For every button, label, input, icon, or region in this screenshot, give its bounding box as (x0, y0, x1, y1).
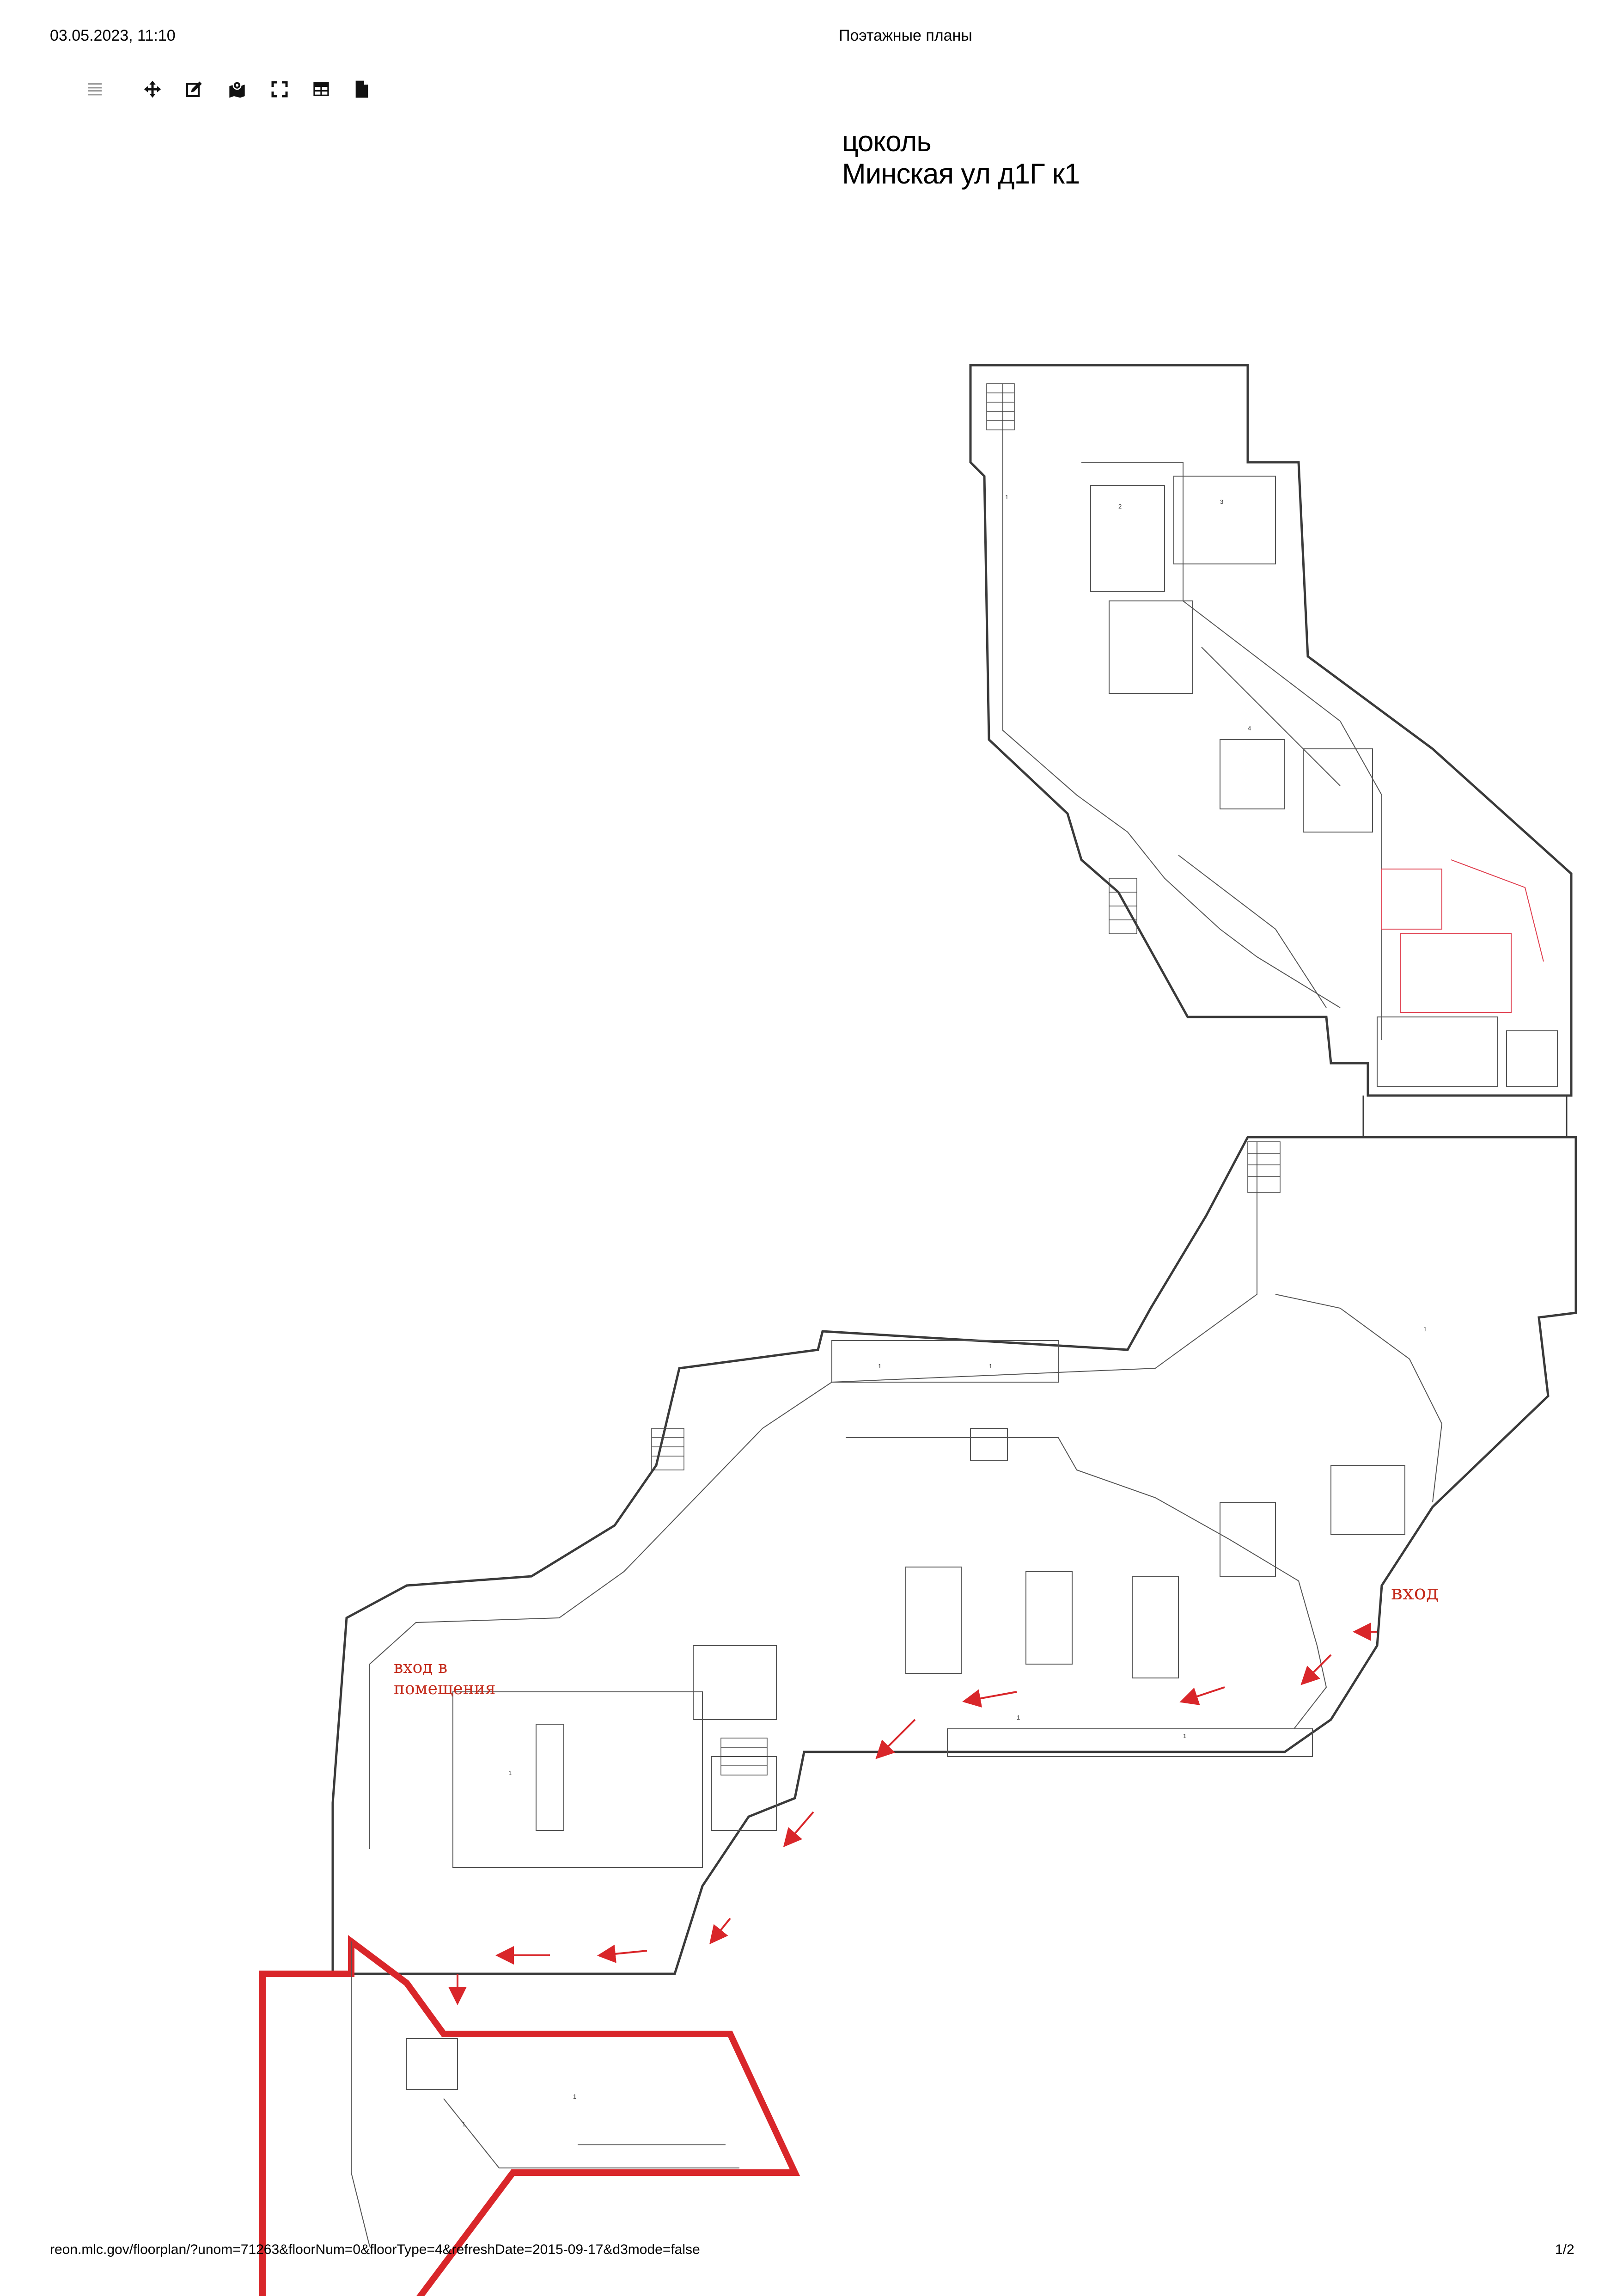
room-number: 3 (1220, 498, 1223, 505)
premise-entrance-annotation: вход в помещения (394, 1657, 495, 1700)
print-datetime: 03.05.2023, 11:10 (50, 27, 176, 44)
menu-icon[interactable] (83, 78, 106, 101)
room-number: 1 (462, 2121, 465, 2128)
lower-building-outline (331, 1136, 1577, 1975)
room-number: 1 (1005, 494, 1008, 501)
room-labels: 1 2 3 4 1 1 1 1 1 1 1 1 (462, 494, 1427, 2128)
document-icon[interactable] (350, 78, 373, 101)
premise-entrance-line2: помещения (394, 1679, 496, 1698)
highlighted-premises-walls (351, 1941, 739, 2247)
room-number: 1 (508, 1769, 512, 1776)
address-label: Минская ул д1Г к1 (842, 158, 1080, 190)
room-number: 1 (989, 1363, 992, 1370)
upper-building-stairs (986, 383, 1137, 934)
map-marker-icon[interactable] (226, 78, 249, 101)
room-number: 1 (1017, 1714, 1020, 1721)
room-number: 1 (1423, 1326, 1427, 1333)
room-number: 1 (573, 2093, 576, 2100)
table-icon[interactable] (310, 78, 333, 101)
floor-label: цоколь (842, 126, 932, 158)
fullscreen-icon[interactable] (268, 78, 291, 101)
entrance-annotation: вход (1391, 1581, 1439, 1604)
room-number: 1 (878, 1363, 881, 1370)
room-number: 1 (1183, 1733, 1186, 1739)
premise-entrance-line1: вход в (394, 1658, 448, 1677)
upper-building-walls (1002, 384, 1558, 1087)
edit-icon[interactable] (183, 78, 206, 101)
lower-building-walls (369, 1142, 1443, 1868)
source-url: reon.mlc.gov/floorplan/?unom=71263&floor… (50, 2242, 700, 2257)
flow-arrows (448, 1623, 1377, 2005)
room-number: 2 (1118, 503, 1122, 510)
upper-building-outline (969, 364, 1573, 1097)
upper-building-highlight-area (1381, 859, 1544, 1013)
lower-building-stairs (651, 1141, 1281, 1776)
page-number: 1/2 (1555, 2242, 1574, 2257)
room-number: 4 (1248, 725, 1251, 732)
document-title: Поэтажные планы (839, 27, 972, 44)
plan-title: цоколь Минская ул д1Г к1 (842, 126, 1080, 190)
connector-passage (1362, 1096, 1568, 1137)
move-icon[interactable] (141, 78, 164, 101)
